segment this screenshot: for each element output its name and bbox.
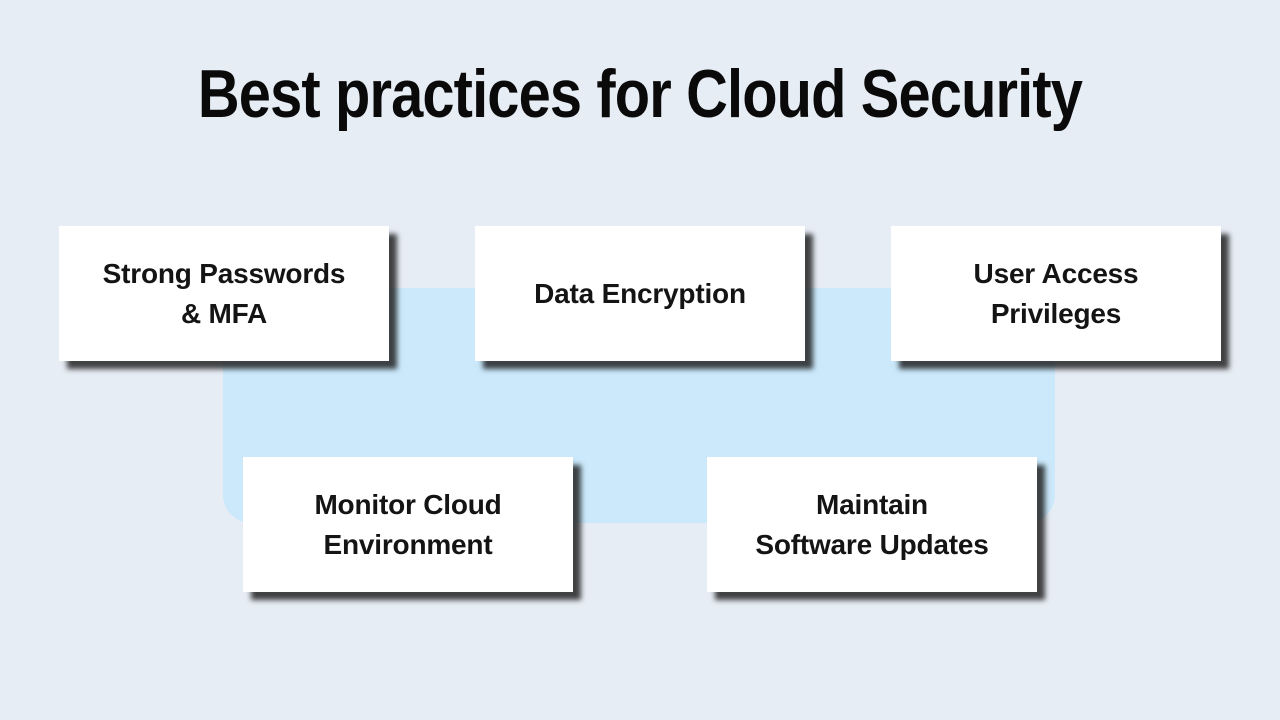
card-data-encryption-label: Data Encryption bbox=[534, 277, 746, 309]
card-monitor-cloud-environment-label: Monitor Cloud Environment bbox=[314, 488, 502, 560]
page-title: Best practices for Cloud Security bbox=[197, 56, 1083, 132]
card-maintain-software-updates: Maintain Software Updates bbox=[707, 457, 1037, 592]
card-user-access-privileges-label: User Access Privileges bbox=[973, 257, 1139, 329]
card-monitor-cloud-environment: Monitor Cloud Environment bbox=[243, 457, 573, 592]
card-strong-passwords-mfa: Strong Passwords & MFA bbox=[59, 226, 389, 361]
card-maintain-software-updates-label: Maintain Software Updates bbox=[755, 488, 989, 560]
card-strong-passwords-mfa-label: Strong Passwords & MFA bbox=[102, 257, 346, 329]
card-data-encryption: Data Encryption bbox=[475, 226, 805, 361]
card-user-access-privileges: User Access Privileges bbox=[891, 226, 1221, 361]
